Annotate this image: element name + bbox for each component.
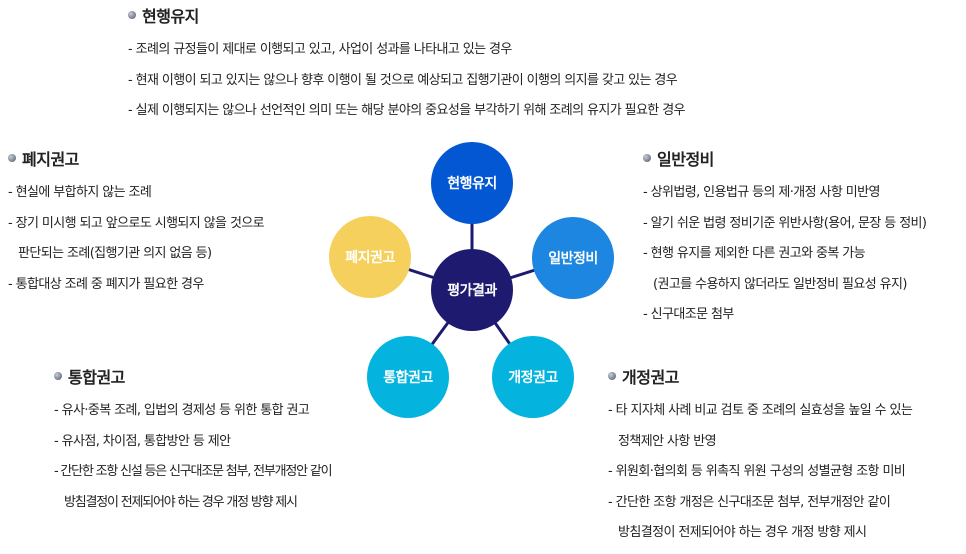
- section-title: 현행유지: [142, 7, 199, 26]
- list-item: - 현실에 부합하지 않는 조례: [8, 185, 152, 200]
- section-title: 통합권고: [68, 368, 125, 387]
- section-title: 일반정비: [657, 150, 714, 169]
- section-title: 개정권고: [622, 368, 679, 387]
- list-item: - 간단한 조항 신설 등은 신구대조문 첨부, 전부개정안 같이: [54, 464, 333, 479]
- list-item: - 위원회·협의회 등 위촉직 위원 구성의 성별균형 조항 미비: [608, 464, 906, 479]
- list-item: - 장기 미시행 되고 앞으로도 시행되지 않을 것으로: [8, 215, 265, 231]
- section-title: 폐지권고: [22, 150, 79, 169]
- section-general: 일반정비 - 상위법령, 인용법규 등의 제·개정 사항 미반영 - 알기 쉬운…: [643, 146, 927, 331]
- list-item: 정책제안 사항 반영: [618, 433, 717, 449]
- list-item: - 조례의 규정들이 제대로 이행되고 있고, 사업이 성과를 나타내고 있는 …: [128, 42, 512, 57]
- bullet-icon: [54, 372, 62, 380]
- section-merge: 통합권고 - 유사·중복 조례, 입법의 경제성 등 위한 통합 권고 - 유사…: [54, 364, 333, 518]
- section-maintain: 현행유지 - 조례의 규정들이 제대로 이행되고 있고, 사업이 성과를 나타내…: [128, 3, 686, 127]
- bullet-icon: [128, 11, 136, 19]
- list-item: - 유사·중복 조례, 입법의 경제성 등 위한 통합 권고: [54, 403, 310, 418]
- list-item: - 간단한 조항 개정은 신구대조문 첨부, 전부개정안 같이: [608, 494, 891, 510]
- list-item: - 현재 이행이 되고 있지는 않으나 향후 이행이 될 것으로 예상되고 집행…: [128, 72, 678, 88]
- list-item: (권고를 수용하지 않더라도 일반정비 필요성 유지): [653, 276, 907, 292]
- section-amend: 개정권고 - 타 지자체 사례 비교 검토 중 조례의 실효성을 높일 수 있는…: [608, 364, 913, 549]
- node-maintain: 현행유지: [431, 142, 513, 224]
- node-general: 일반정비: [532, 217, 614, 299]
- node-abolish: 폐지권고: [329, 216, 411, 298]
- node-center: 평가결과: [431, 249, 513, 331]
- list-item: - 알기 쉬운 법령 정비기준 위반사항(용어, 문장 등 정비): [643, 215, 927, 231]
- list-item: 방침결정이 전제되어야 하는 경우 개정 방향 제시: [64, 494, 298, 510]
- list-item: - 유사점, 차이점, 통합방안 등 제안: [54, 433, 231, 449]
- bullet-icon: [8, 154, 16, 162]
- node-merge: 통합권고: [367, 336, 449, 418]
- list-item: - 타 지자체 사례 비교 검토 중 조례의 실효성을 높일 수 있는: [608, 403, 913, 418]
- bullet-icon: [608, 372, 616, 380]
- node-amend: 개정권고: [492, 336, 574, 418]
- list-item: - 신구대조문 첨부: [643, 307, 734, 322]
- list-item: - 실제 이행되지는 않으나 선언적인 의미 또는 해당 분야의 중요성을 부각…: [128, 103, 686, 118]
- list-item: - 현행 유지를 제외한 다른 권고와 중복 가능: [643, 246, 866, 261]
- section-abolish: 폐지권고 - 현실에 부합하지 않는 조례 - 장기 미시행 되고 앞으로도 시…: [8, 146, 265, 300]
- list-item: - 통합대상 조례 중 폐지가 필요한 경우: [8, 276, 204, 292]
- list-item: 판단되는 조례(집행기관 의지 없음 등): [18, 246, 212, 261]
- list-item: 방침결정이 전제되어야 하는 경우 개정 방향 제시: [618, 525, 867, 540]
- list-item: - 상위법령, 인용법규 등의 제·개정 사항 미반영: [643, 185, 880, 200]
- bullet-icon: [643, 154, 651, 162]
